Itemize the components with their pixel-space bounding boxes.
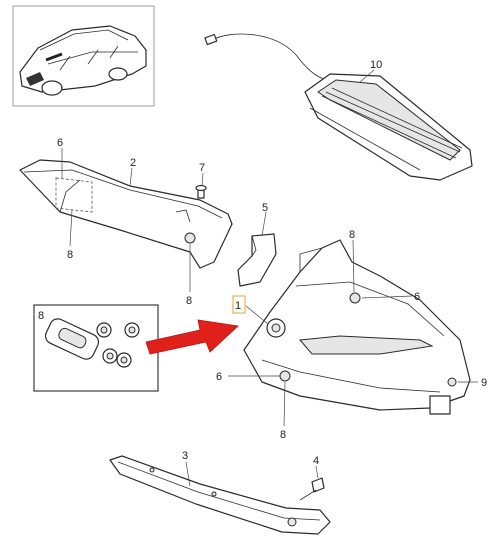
callout-5: 5 bbox=[262, 202, 268, 214]
callout-6-housing-right: 6 bbox=[414, 291, 420, 303]
inset-label: 8 bbox=[38, 310, 44, 322]
grommet-inset: 8 bbox=[33, 304, 159, 392]
callout-8-bracket-left: 8 bbox=[67, 249, 73, 261]
leader-lines bbox=[61, 69, 478, 487]
part-4-bolt bbox=[299, 477, 325, 501]
callout-2: 2 bbox=[130, 157, 136, 169]
car-silhouette-icon bbox=[19, 25, 147, 96]
callout-6-housing-left: 6 bbox=[216, 371, 222, 383]
callout-4: 4 bbox=[313, 455, 319, 467]
part-2-bracket bbox=[19, 159, 233, 269]
callout-3: 3 bbox=[182, 450, 188, 462]
callout-1: 1 bbox=[235, 300, 241, 312]
callout-8-housing-top: 8 bbox=[349, 229, 355, 241]
red-pointer-arrow bbox=[145, 319, 239, 355]
part-3-trim-strip bbox=[109, 455, 331, 535]
vehicle-locator-thumbnail bbox=[12, 5, 155, 107]
callout-labels: 1 2 3 4 5 6 6 6 7 8 8 8 8 9 10 bbox=[57, 59, 487, 467]
callout-8-bracket-right: 8 bbox=[186, 295, 192, 307]
part-7-screw bbox=[195, 184, 207, 199]
callout-6-bracket: 6 bbox=[57, 137, 63, 149]
callout-7: 7 bbox=[199, 162, 205, 174]
callout-8-housing-bottom: 8 bbox=[280, 429, 286, 441]
part-5-clip bbox=[237, 233, 277, 287]
callout-1-highlight bbox=[232, 295, 246, 314]
callout-9: 9 bbox=[481, 377, 487, 389]
part-10-light-unit bbox=[204, 33, 473, 181]
callout-10: 10 bbox=[370, 59, 382, 71]
part-1-main-housing bbox=[243, 239, 471, 415]
